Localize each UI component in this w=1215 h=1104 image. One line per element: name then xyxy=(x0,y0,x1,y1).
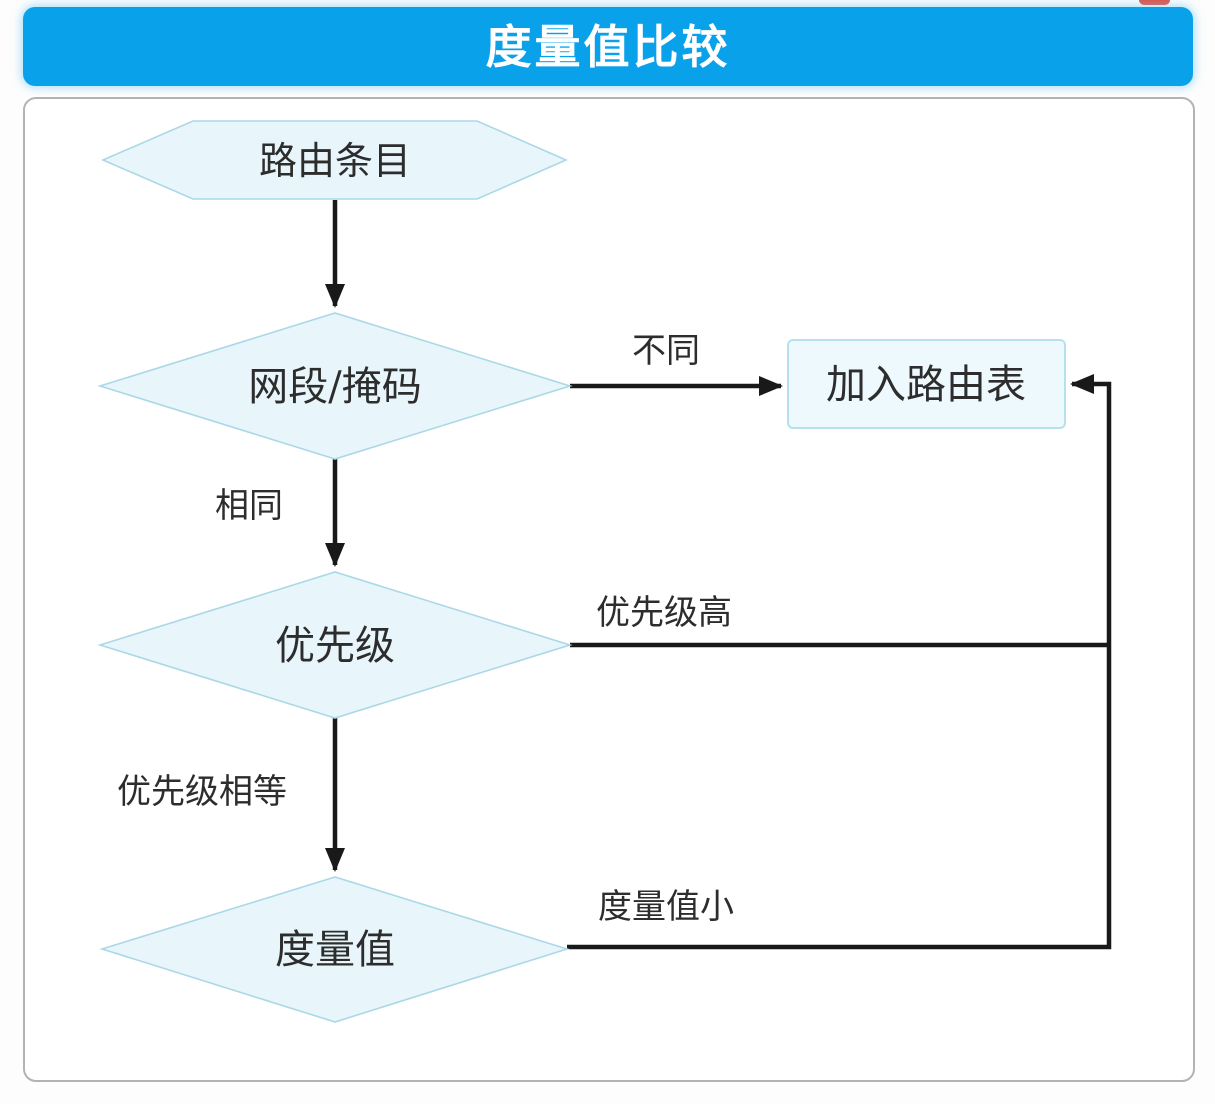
node-label-add-routing-table: 加入路由表 xyxy=(826,362,1026,408)
page-title: 度量值比较 xyxy=(485,19,731,74)
edge-label-same: 相同 xyxy=(215,486,283,526)
edge-label-metric-small: 度量值小 xyxy=(598,887,734,927)
edge-label-priority-high: 优先级高 xyxy=(596,593,732,633)
node-route-entry xyxy=(100,120,568,200)
title-bar: 度量值比较 xyxy=(23,7,1193,86)
node-metric xyxy=(99,876,570,1023)
node-label-metric: 度量值 xyxy=(275,927,395,973)
red-fragment xyxy=(1139,0,1170,5)
edge-label-different: 不同 xyxy=(632,331,700,371)
node-network-mask xyxy=(97,312,573,460)
edge-metric-small-to-table xyxy=(567,374,1112,950)
node-label-route-entry: 路由条目 xyxy=(258,139,412,183)
node-label-network-mask: 网段/掩码 xyxy=(248,364,422,410)
edge-label-priority-equal: 优先级相等 xyxy=(117,772,287,812)
node-add-routing-table xyxy=(787,339,1066,429)
node-label-priority: 优先级 xyxy=(275,623,395,669)
node-priority xyxy=(97,571,573,719)
